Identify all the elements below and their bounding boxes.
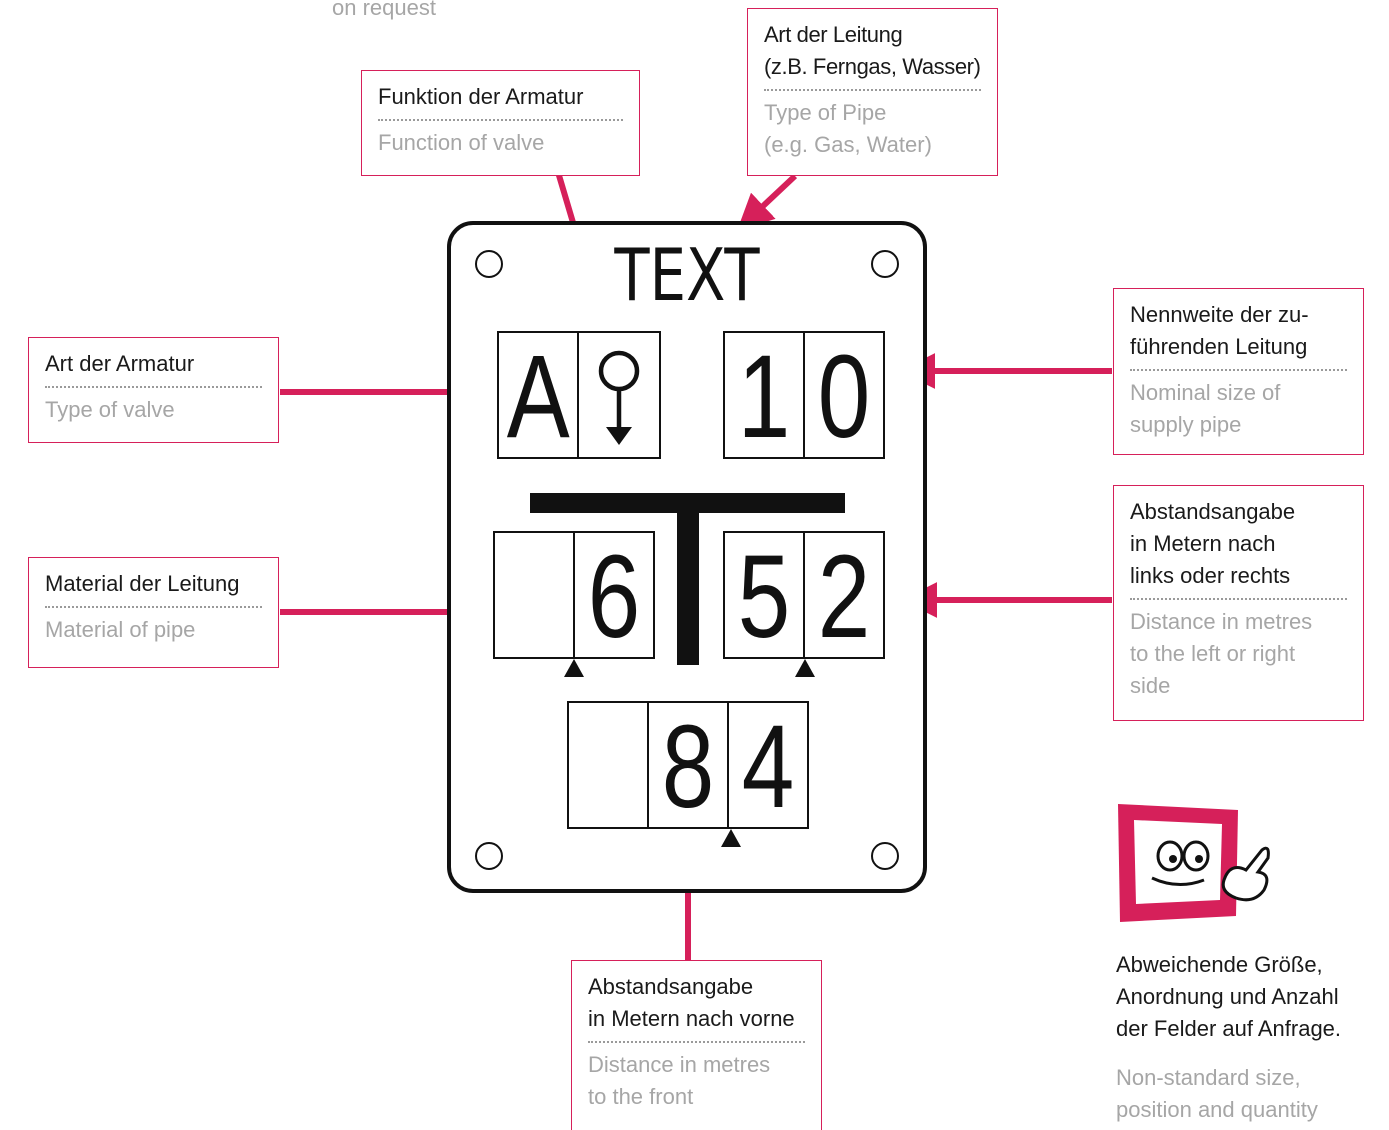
- label-de: Funktion der Armatur: [378, 84, 584, 109]
- field-value: 5: [737, 531, 791, 663]
- label-en: Distance in metres to the front: [588, 1052, 771, 1109]
- label-art-der-leitung: Art der Leitung (z.B. Ferngas, Wasser) T…: [747, 8, 998, 176]
- divider: [588, 1041, 805, 1043]
- mounting-hole: [871, 842, 899, 870]
- field-distance-front: 4: [727, 701, 809, 829]
- field-distance-front: [567, 701, 649, 829]
- field-value: 2: [817, 531, 871, 663]
- field-distance-right: 5: [723, 531, 805, 659]
- label-material-der-leitung: Material der Leitung Material of pipe: [28, 557, 279, 668]
- label-en: Material of pipe: [45, 617, 196, 642]
- label-en: Distance in metres to the left or right …: [1130, 609, 1313, 698]
- label-de: Nennweite der zu- führenden Leitung: [1130, 302, 1309, 359]
- field-type-of-valve: A: [497, 331, 579, 459]
- label-de: Art der Leitung (z.B. Ferngas, Wasser): [764, 22, 981, 79]
- field-value: 1: [737, 331, 791, 463]
- field-distance-front: 8: [647, 701, 729, 829]
- label-de: Art der Armatur: [45, 351, 195, 376]
- valve-function-icon: [598, 350, 640, 445]
- decimal-marker-icon: [564, 659, 584, 677]
- note-de: Abweichende Größe, Anordnung und Anzahl …: [1116, 952, 1342, 1041]
- label-art-der-armatur: Art der Armatur Type of valve: [28, 337, 279, 443]
- label-de: Abstandsangabe in Metern nach vorne: [588, 974, 795, 1031]
- field-nominal-size: 1: [723, 331, 805, 459]
- field-distance-right: 2: [803, 531, 885, 659]
- mascot-pointing-icon: [1118, 804, 1270, 922]
- field-value: 0: [817, 331, 871, 463]
- label-nennweite: Nennweite der zu- führenden Leitung Nomi…: [1113, 288, 1364, 455]
- note-en: Non-standard size, position and quantity: [1116, 1065, 1318, 1122]
- field-function-of-valve: [577, 331, 661, 459]
- label-de: Abstandsangabe in Metern nach links oder…: [1130, 499, 1296, 588]
- sign-title: TEXT: [614, 233, 760, 317]
- field-value: 8: [661, 701, 715, 833]
- label-abstand-links-rechts: Abstandsangabe in Metern nach links oder…: [1113, 485, 1364, 721]
- decimal-marker-icon: [795, 659, 815, 677]
- label-funktion-der-armatur: Funktion der Armatur Function of valve: [361, 70, 640, 176]
- top-note: on request: [332, 0, 436, 20]
- field-value: 4: [741, 701, 795, 833]
- arrow-art-leitung: [737, 173, 798, 231]
- field-material: [493, 531, 575, 659]
- divider: [1130, 598, 1347, 600]
- divider: [764, 89, 981, 91]
- t-symbol-stem: [677, 493, 699, 665]
- label-abstand-vorne: Abstandsangabe in Metern nach vorne Dist…: [571, 960, 822, 1130]
- label-en: Function of valve: [378, 130, 545, 155]
- field-value: A: [506, 331, 570, 463]
- field-value: 6: [587, 531, 641, 663]
- marker-sign: TEXT A 1 0 6 5 2 8 4: [447, 221, 927, 893]
- label-en: Type of valve: [45, 397, 175, 422]
- label-en: Nominal size of supply pipe: [1130, 380, 1281, 437]
- divider: [45, 386, 262, 388]
- divider: [378, 119, 623, 121]
- mounting-hole: [871, 250, 899, 278]
- field-nominal-size: 0: [803, 331, 885, 459]
- mounting-hole: [475, 250, 503, 278]
- label-de: Material der Leitung: [45, 571, 240, 596]
- decimal-marker-icon: [721, 829, 741, 847]
- label-en: Type of Pipe (e.g. Gas, Water): [764, 100, 932, 157]
- field-distance-left: 6: [573, 531, 655, 659]
- mounting-hole: [475, 842, 503, 870]
- divider: [1130, 369, 1347, 371]
- divider: [45, 606, 262, 608]
